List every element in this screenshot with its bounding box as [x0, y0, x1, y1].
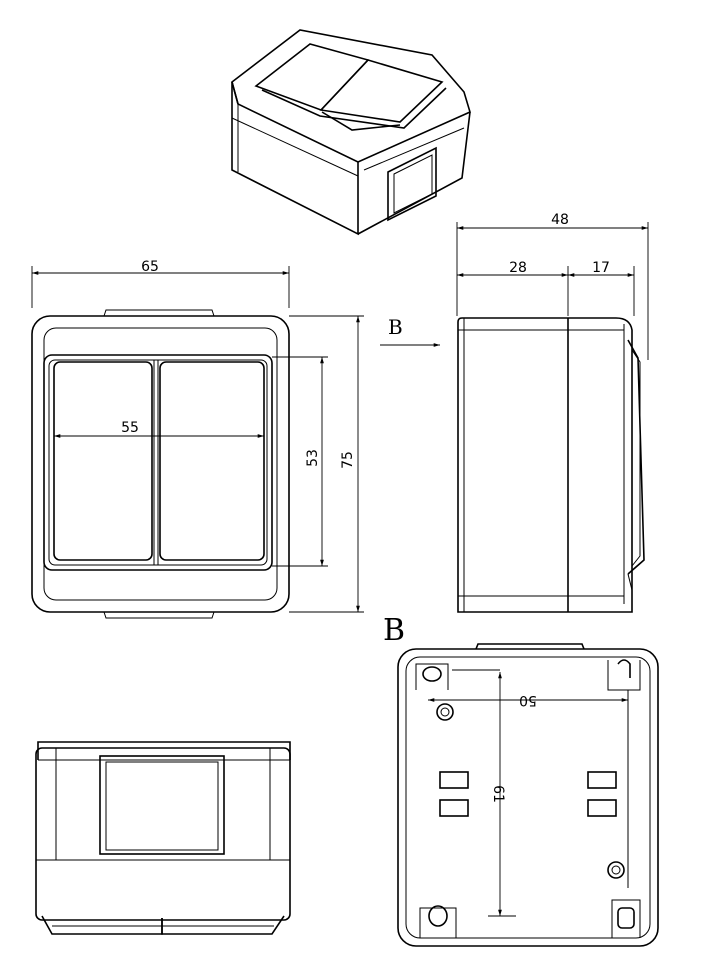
- front-view: [31, 309, 290, 619]
- dim-body-depth: 28: [509, 260, 527, 276]
- dim-mount-vertical: 61: [490, 785, 506, 803]
- dim-width: 65: [141, 259, 159, 275]
- back-view: B: [383, 613, 659, 947]
- side-view: [457, 317, 645, 613]
- view-arrow-label: B: [388, 315, 403, 339]
- dim-cover-depth: 17: [592, 260, 610, 276]
- dim-mount-horizontal: 50: [519, 692, 537, 708]
- back-dimensions: 50 61: [428, 672, 628, 917]
- side-dimensions: 48 28 17: [456, 212, 649, 360]
- front-dimensions: 65 55 53 75: [31, 259, 364, 613]
- dim-height: 75: [340, 451, 356, 469]
- view-title: B: [383, 613, 405, 648]
- isometric-view: [231, 29, 471, 236]
- dim-button-height: 53: [305, 449, 321, 467]
- view-arrow-b: B: [380, 315, 440, 347]
- bottom-view: [35, 741, 291, 935]
- dim-button-width: 55: [121, 420, 139, 436]
- dim-total-depth: 48: [551, 212, 569, 228]
